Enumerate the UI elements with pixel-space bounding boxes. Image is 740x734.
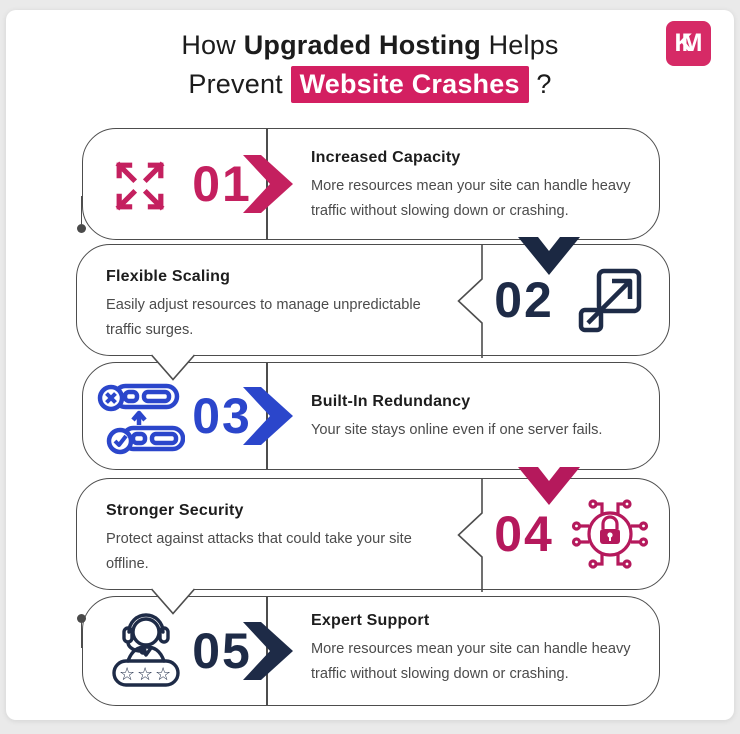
card-tail-icon [150, 354, 196, 381]
pin-stem [80, 196, 83, 224]
step-content: Flexible Scaling Easily adjust resources… [106, 245, 458, 344]
pin-dot [76, 613, 86, 623]
step-content: Stronger Security Protect against attack… [106, 479, 458, 578]
step-card-1: 01 Increased Capacity More resources mea… [82, 128, 660, 240]
support-agent-icon: ☆ ☆ ☆ [103, 601, 189, 698]
title-text: Helps [480, 30, 559, 60]
card-tail-icon [150, 588, 196, 615]
step-card-3: 03 Built-In Redundancy Your site stays o… [82, 362, 660, 470]
svg-text:☆: ☆ [119, 664, 135, 685]
scale-resize-icon [573, 263, 647, 342]
card-divider [266, 597, 268, 705]
logo-letter: K [674, 29, 693, 57]
step-card-5: ☆ ☆ ☆ 05 Expert Support More resources m… [82, 596, 660, 706]
card-divider-notch [457, 478, 483, 592]
step-description: Protect against attacks that could take … [106, 531, 412, 573]
brand-logo: K M [666, 21, 711, 66]
step-title: Flexible Scaling [106, 268, 231, 285]
logo-letter: M [681, 29, 703, 57]
step-description: Your site stays online even if one serve… [311, 422, 603, 438]
step-card-2: Flexible Scaling Easily adjust resources… [76, 244, 670, 358]
title-highlight: Website Crashes [290, 66, 529, 103]
server-failover-icon [95, 379, 186, 462]
title-text: ? [528, 69, 552, 99]
page-title: How Upgraded Hosting Helps Prevent Websi… [0, 26, 740, 104]
step-number: 01 [192, 156, 252, 212]
svg-text:☆: ☆ [155, 664, 171, 685]
step-number: 05 [192, 623, 252, 679]
step-title: Increased Capacity [311, 149, 461, 166]
card-divider [266, 129, 268, 239]
step-content: Expert Support More resources mean your … [311, 597, 641, 688]
security-lock-icon [569, 493, 651, 580]
chevron-right-icon [243, 155, 293, 213]
card-divider-notch [457, 244, 483, 358]
title-bold-text: Upgraded Hosting [243, 30, 481, 60]
step-title: Built-In Redundancy [311, 393, 471, 410]
step-content: Increased Capacity More resources mean y… [311, 129, 641, 225]
step-title: Stronger Security [106, 502, 244, 519]
down-arrow-connector [518, 237, 580, 275]
step-card-4: Stronger Security Protect against attack… [76, 478, 670, 592]
title-text: How [181, 30, 244, 60]
step-content: Built-In Redundancy Your site stays onli… [311, 363, 641, 443]
pin-dot [77, 223, 86, 233]
step-number: 03 [192, 388, 252, 444]
chevron-right-icon [243, 622, 293, 680]
title-text: Prevent [188, 69, 291, 99]
step-description: More resources mean your site can handle… [311, 641, 631, 683]
step-number: 02 [494, 272, 554, 328]
svg-text:☆: ☆ [137, 664, 153, 685]
down-arrow-connector [518, 467, 580, 505]
expand-arrows-icon [105, 151, 175, 226]
step-title: Expert Support [311, 612, 430, 629]
card-divider [266, 363, 268, 469]
chevron-right-icon [243, 387, 293, 445]
step-number: 04 [494, 506, 554, 562]
pin-stem [80, 622, 83, 648]
step-description: Easily adjust resources to manage unpred… [106, 297, 421, 339]
step-description: More resources mean your site can handle… [311, 178, 631, 220]
